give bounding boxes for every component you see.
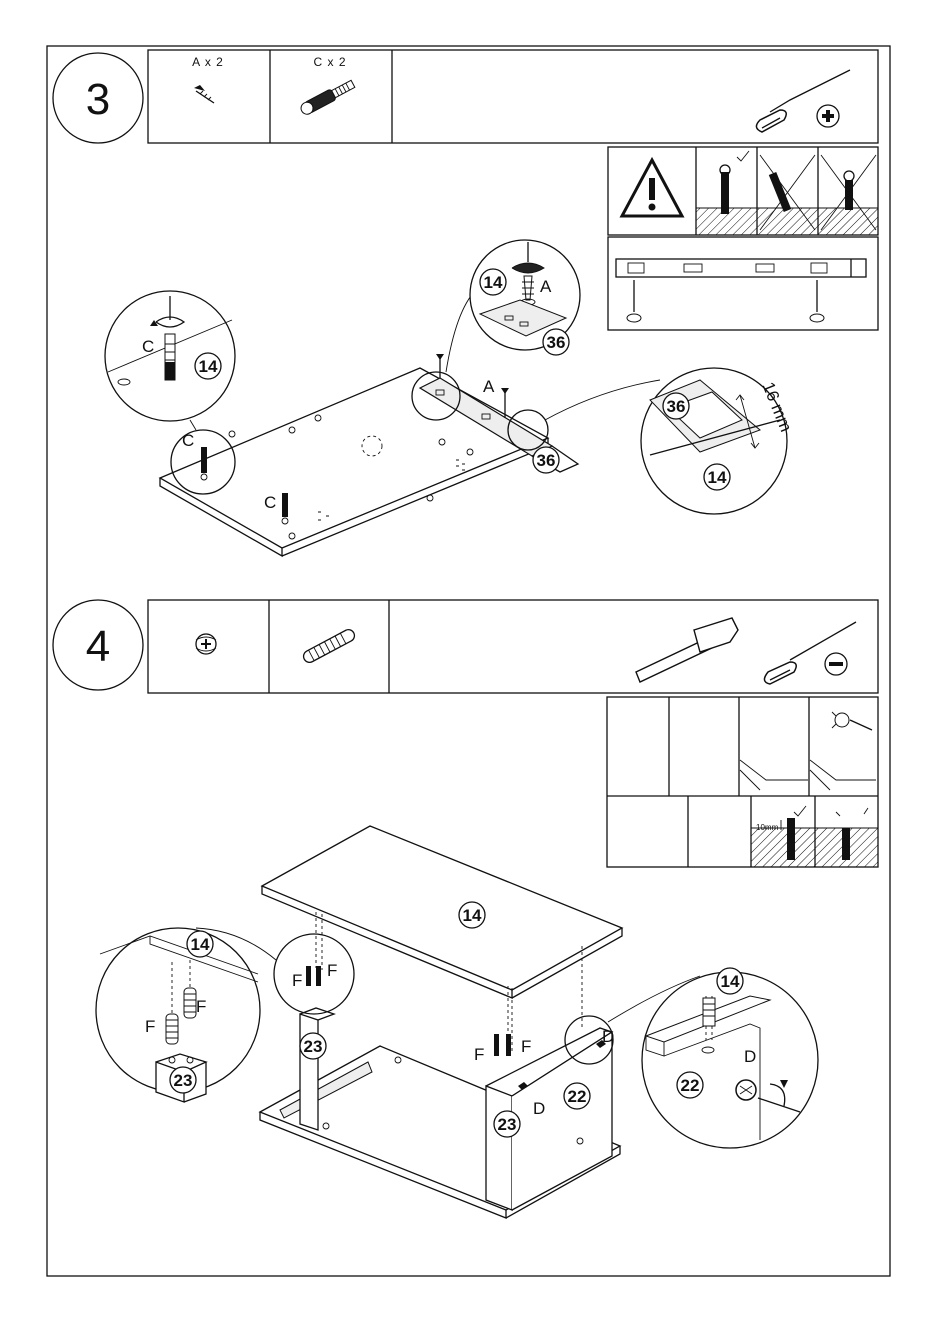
badge-23-right-panel: 23 (494, 1111, 520, 1137)
callout-dowel-f-3: F (474, 1045, 484, 1064)
step-3: 3 A x 2 C x 2 (53, 50, 878, 556)
carcass-diagram: F F F F D D 23 23 22 (260, 961, 620, 1218)
svg-text:22: 22 (568, 1087, 587, 1106)
step-4-number: 4 (86, 622, 110, 671)
badge-36-gap-zoom: 36 (663, 393, 689, 419)
callout-depth: 10mm (756, 823, 779, 832)
svg-text:23: 23 (498, 1115, 517, 1134)
svg-text:14: 14 (463, 906, 482, 925)
badge-14-screw-zoom: 14 (480, 269, 506, 295)
badge-23-dowel-zoom: 23 (170, 1067, 196, 1093)
zoom-detail-gap: 16 mm 36 14 (641, 368, 796, 514)
zoom-detail-cam: D 14 22 (642, 968, 818, 1148)
callout-bolt-c-front: C (264, 493, 276, 512)
cam-lock-icon (196, 634, 216, 654)
zoom-detail-bolt: C 14 (105, 291, 235, 421)
runner-detail-panel (608, 237, 878, 330)
badge-14-bolt-zoom: 14 (195, 353, 221, 379)
svg-text:36: 36 (667, 397, 686, 416)
svg-text:14: 14 (199, 357, 218, 376)
svg-text:23: 23 (304, 1037, 323, 1056)
svg-text:36: 36 (547, 333, 566, 352)
callout-cam-d-1: D (533, 1099, 545, 1118)
svg-text:14: 14 (191, 935, 210, 954)
svg-text:36: 36 (537, 451, 556, 470)
badge-36-screw-zoom: 36 (543, 329, 569, 355)
callout-dowel-f-zoom-2: F (196, 997, 206, 1016)
callout-screw-a: A (483, 377, 495, 396)
svg-text:22: 22 (681, 1076, 700, 1095)
badge-14-cam-zoom: 14 (717, 968, 743, 994)
step-4: 4 (53, 600, 878, 1218)
zoom-origin-dowel (274, 934, 354, 1014)
callout-screw-a-zoom: A (540, 277, 552, 296)
badge-36-board: 36 (533, 447, 559, 473)
callout-bolt-c-zoom: C (142, 337, 154, 356)
callout-dowel-f-zoom-1: F (145, 1017, 155, 1036)
svg-text:14: 14 (708, 468, 727, 487)
svg-text:14: 14 (484, 273, 503, 292)
badge-14-dowel-zoom: 14 (187, 931, 213, 957)
callout-dowel-f-1: F (292, 971, 302, 990)
badge-22-cam-zoom: 22 (677, 1072, 703, 1098)
badge-14-top-board: 14 (459, 902, 485, 928)
callout-cam-d-zoom: D (744, 1047, 756, 1066)
badge-14-gap-zoom: 14 (704, 464, 730, 490)
dowel-instruction-panel: 10mm (607, 697, 878, 867)
hardware-c-quantity: C x 2 (313, 55, 346, 69)
zoom-detail-dowel: F F 14 23 (96, 928, 260, 1102)
runner-screw-icon-1 (436, 354, 444, 378)
warning-panel (608, 147, 878, 235)
callout-dowel-f-2: F (327, 961, 337, 980)
svg-text:14: 14 (721, 972, 740, 991)
badge-22-back-panel: 22 (564, 1083, 590, 1109)
callout-dowel-f-4: F (521, 1037, 531, 1056)
svg-text:23: 23 (174, 1071, 193, 1090)
hardware-a-quantity: A x 2 (192, 55, 224, 69)
step-3-number: 3 (86, 75, 110, 124)
badge-23-left-panel: 23 (300, 1033, 326, 1059)
zoom-detail-screw: A 14 36 (470, 240, 580, 355)
